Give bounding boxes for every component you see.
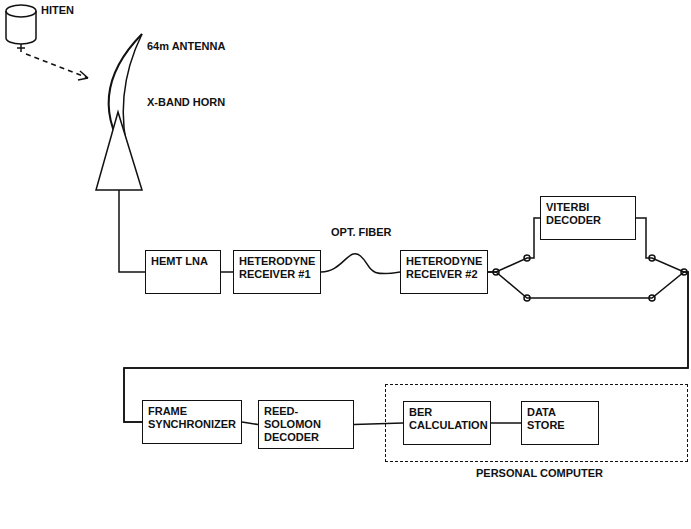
box-text: HETERODYNE RECEIVER #1 [239,255,315,281]
edge-label: OPT. FIBER [330,226,393,239]
box-text: HETERODYNE RECEIVER #2 [406,255,482,281]
connector [491,423,521,424]
process-box: BER CALCULATION [403,401,491,445]
box-text: VITERBI DECODER [546,201,630,227]
box-text: BER CALCULATION [409,406,485,432]
box-text: DATA STORE [527,406,593,432]
box-text: HEMT LNA [151,255,215,268]
process-box: VITERBI DECODER [540,196,636,240]
connector [354,423,403,425]
box-text: FRAME SYNCHRONIZER [148,405,236,431]
process-box: HEMT LNA [145,250,221,294]
process-box: DATA STORE [521,401,599,445]
process-box: REED-SOLOMON DECODER [258,400,354,449]
box-text: REED-SOLOMON DECODER [264,405,348,444]
antenna-label: 64m ANTENNA [146,40,226,53]
connector [242,422,258,425]
connector [221,272,233,273]
connector [124,218,688,422]
process-box: FRAME SYNCHRONIZER [142,400,242,444]
group-heading: PERSONAL COMPUTER [476,467,603,480]
process-box: HETERODYNE RECEIVER #2 [400,250,488,294]
connector [321,254,400,274]
computer-group: PERSONAL COMPUTERBER CALCULATIONDATA STO… [385,384,688,462]
connector [488,218,540,272]
horn-label: X-BAND HORN [146,96,226,109]
spacecraft-name: HITEN [40,4,75,17]
process-box: HETERODYNE RECEIVER #1 [233,250,321,294]
